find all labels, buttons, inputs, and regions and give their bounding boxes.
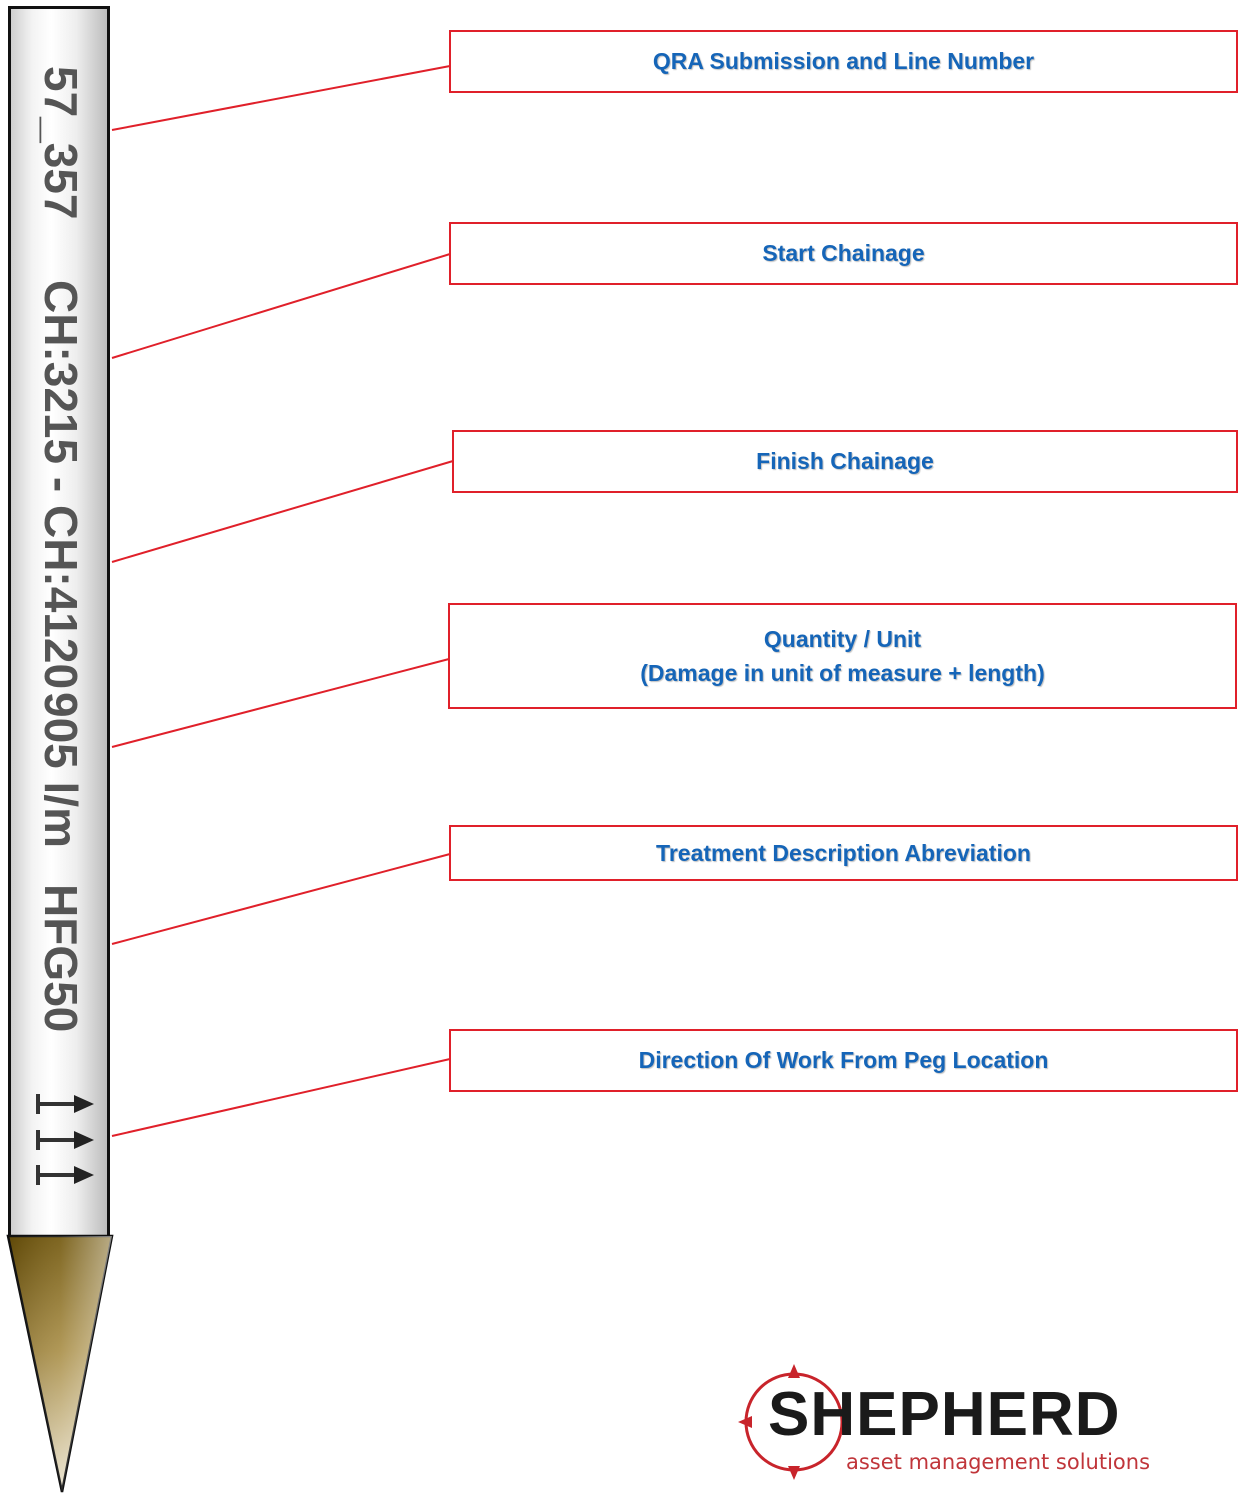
callout-treatment-description: Treatment Description Abreviation: [449, 825, 1238, 881]
leader-line-qra: [111, 65, 451, 131]
peg-chainage: CH:3215 - CH:4120: [35, 280, 87, 690]
logo-wordmark: SHEPHERD: [768, 1380, 1121, 1449]
callout-label: Quantity / Unit: [763, 625, 922, 652]
callout-finish-chainage: Finish Chainage: [452, 430, 1238, 493]
peg-quantity: 905 l/m: [35, 692, 87, 848]
leader-line-direction: [111, 1058, 451, 1137]
peg-shaft: [8, 6, 110, 1236]
direction-arrow-icon: [36, 1094, 94, 1114]
direction-arrow-icon: [36, 1165, 94, 1185]
callout-quantity-unit: Quantity / Unit (Damage in unit of measu…: [448, 603, 1237, 709]
callout-label: Direction Of Work From Peg Location: [638, 1047, 1049, 1074]
callout-label: Finish Chainage: [756, 448, 934, 475]
callout-label: QRA Submission and Line Number: [652, 48, 1035, 75]
leader-line-treatment: [111, 853, 451, 945]
compass-ring-icon: [738, 1364, 844, 1480]
callout-label: Start Chainage: [762, 240, 925, 267]
callout-direction-of-work: Direction Of Work From Peg Location: [449, 1029, 1238, 1092]
peg-treatment-code: HFG50: [35, 884, 87, 1033]
shepherd-logo: SHEPHERD asset management solutions: [736, 1362, 1186, 1482]
peg-line-number: 57_357: [35, 66, 87, 220]
logo-tagline: asset management solutions: [846, 1450, 1151, 1474]
peg-tip: [6, 1234, 114, 1493]
callout-sublabel: (Damage in unit of measure + length): [640, 660, 1045, 686]
leader-line-quantity: [111, 658, 450, 748]
callout-start-chainage: Start Chainage: [449, 222, 1238, 285]
callout-label: Treatment Description Abreviation: [656, 839, 1031, 866]
leader-line-finish-chainage: [111, 460, 454, 563]
leader-line-start-chainage: [111, 253, 451, 359]
direction-arrow-icon: [36, 1130, 94, 1150]
callout-qra-submission: QRA Submission and Line Number: [449, 30, 1238, 93]
